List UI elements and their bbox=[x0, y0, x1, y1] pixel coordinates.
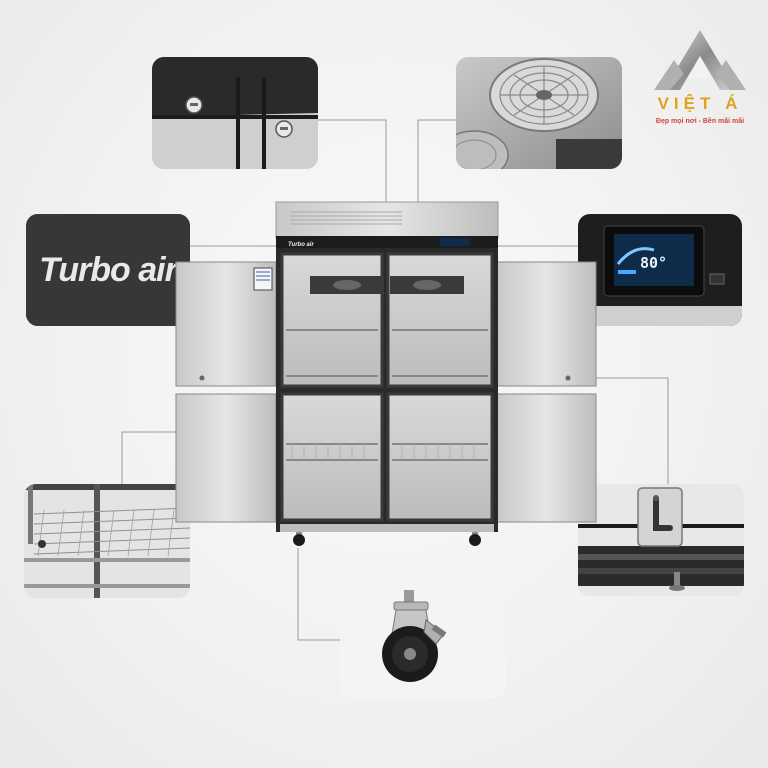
caster-wheel-detail bbox=[340, 586, 506, 698]
evaporator-fan-detail bbox=[456, 57, 622, 169]
temperature-readout: 80° bbox=[640, 254, 668, 272]
viet-a-logo: VIỆT Á Đẹp mọi nơi - Bền mãi mãi bbox=[640, 26, 760, 136]
brand-name: VIỆT Á bbox=[657, 94, 743, 113]
turbo-air-wordmark: Turbo air bbox=[39, 250, 178, 289]
fridge-brand-badge: Turbo air bbox=[288, 242, 315, 248]
wire-shelf-detail bbox=[24, 484, 190, 598]
brand-slogan: Đẹp mọi nơi - Bền mãi mãi bbox=[655, 118, 745, 125]
door-lock-detail bbox=[152, 57, 318, 169]
door-handle-detail bbox=[578, 484, 744, 596]
refrigerator-illustration: Turbo air bbox=[175, 201, 597, 546]
viet-a-logo-mark bbox=[654, 30, 746, 90]
brand-logo-detail: Turbo air bbox=[26, 214, 190, 326]
digital-display-detail: 80° bbox=[578, 214, 742, 326]
